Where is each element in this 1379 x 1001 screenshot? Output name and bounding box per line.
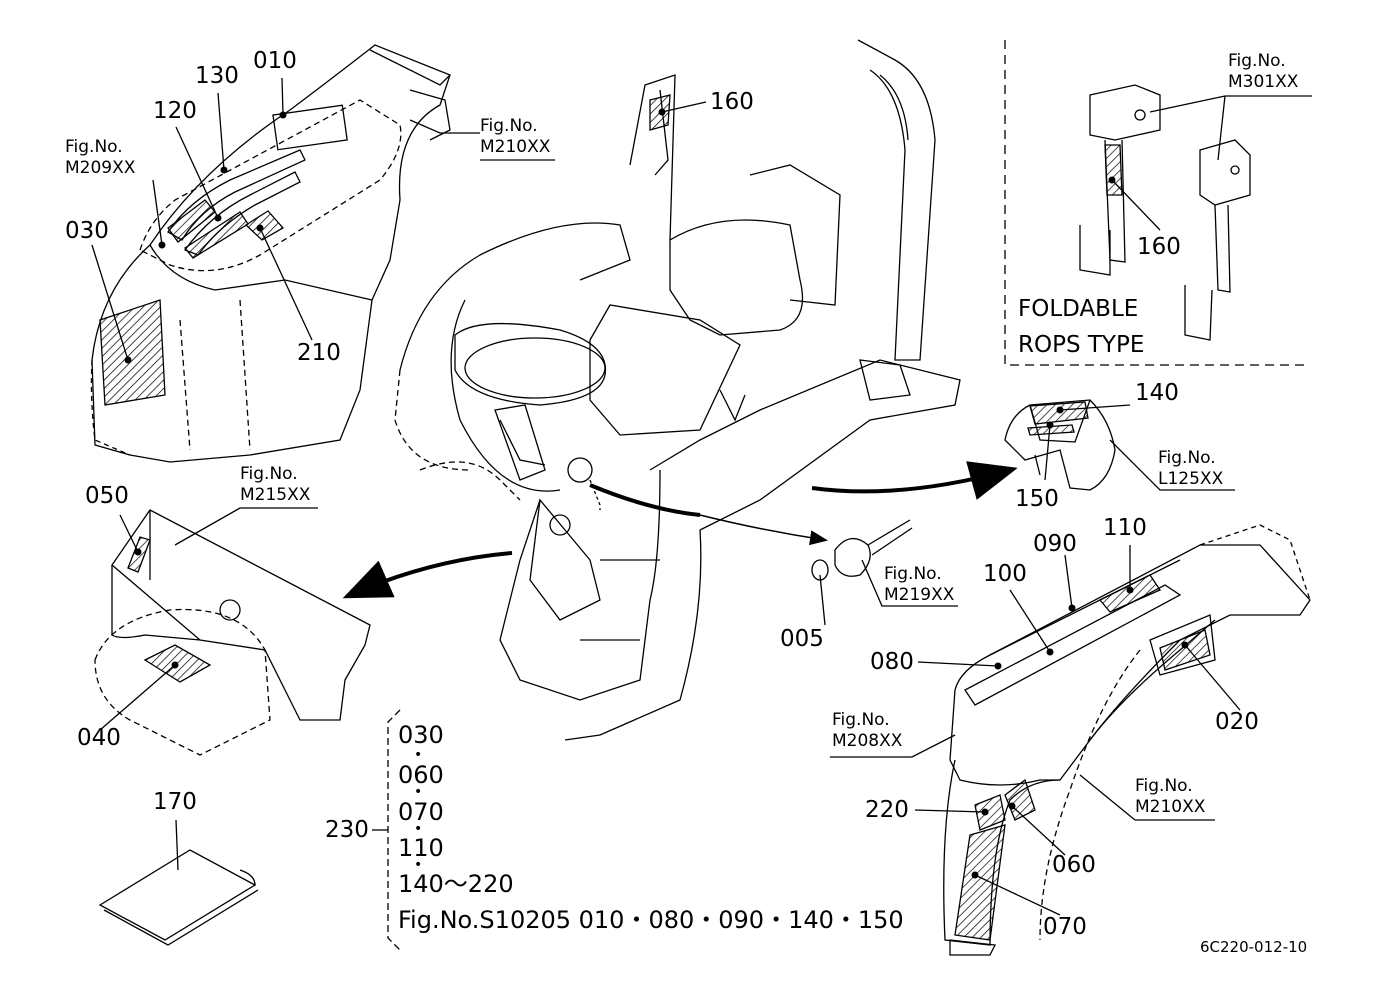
manual-drawing [98, 849, 259, 946]
leader-lines [91, 77, 1312, 916]
fig-ref-code: M210XX [480, 137, 551, 157]
arrow-to-panel [342, 551, 513, 599]
decal-030-shape [99, 299, 166, 406]
part-label-110: 110 [1103, 515, 1147, 541]
fig-ref-title: Fig.No. [884, 564, 942, 584]
fig-ref-m208: Fig.No. M208XX [832, 710, 902, 752]
leader-dots [124, 108, 1189, 879]
part-label-140: 140 [1135, 380, 1179, 406]
part-label-100: 100 [983, 561, 1027, 587]
drawing-code: 6C220-012-10 [1200, 938, 1308, 956]
foldable-box-border [1004, 40, 1310, 366]
part-label-040: 040 [77, 725, 121, 751]
part-label-120: 120 [153, 98, 197, 124]
fig-ref-title: Fig.No. [1135, 776, 1193, 796]
part-label-160: 160 [710, 89, 754, 115]
list-item-fig-s10205: Fig.No.S10205 010・080・090・140・150 [398, 906, 904, 934]
part-label-210: 210 [297, 340, 341, 366]
fig-ref-code: M210XX [1135, 797, 1206, 817]
fig-ref-title: Fig.No. [480, 116, 538, 136]
part-label-230: 230 [325, 817, 369, 843]
foldable-rops-drawing [1079, 84, 1251, 341]
list-dot: • [414, 857, 423, 873]
fig-ref-code: M215XX [240, 485, 311, 505]
panel-drawing [94, 509, 371, 756]
part-label-170: 170 [153, 789, 197, 815]
list-item-140-220: 140～220 [398, 870, 514, 898]
part-label-030: 030 [65, 218, 109, 244]
fig-ref-m209: Fig.No. M209XX [65, 137, 135, 179]
fig-ref-title: Fig.No. [1158, 448, 1216, 468]
fig-ref-code: M209XX [65, 158, 136, 178]
part-label-050: 050 [85, 483, 129, 509]
fig-ref-m301: Fig.No. M301XX [1228, 51, 1298, 93]
arrow-to-knob [699, 514, 828, 546]
list-item-110: 110 [398, 834, 444, 862]
decal-210-shape [244, 210, 285, 241]
part-label-060: 060 [1052, 852, 1096, 878]
part-label-010: 010 [253, 48, 297, 74]
fig-ref-code: L125XX [1158, 469, 1224, 489]
fig-ref-title: Fig.No. [240, 464, 298, 484]
fig-ref-m215: Fig.No. M215XX [240, 464, 310, 506]
decal-070-shape [954, 824, 1006, 941]
left-fender-drawing [90, 44, 451, 463]
part-label-070: 070 [1043, 914, 1087, 940]
fig-ref-title: Fig.No. [832, 710, 890, 730]
list-dot: • [414, 821, 423, 837]
fig-ref-m210-top: Fig.No. M210XX [480, 116, 550, 158]
part-label-160-foldable: 160 [1137, 234, 1181, 260]
decal-160b-shape [1104, 144, 1123, 196]
fig-ref-code: M301XX [1228, 72, 1299, 92]
decal-220-shape [974, 794, 1006, 831]
part-label-005: 005 [780, 626, 824, 652]
foldable-caption-line2: ROPS TYPE [1018, 332, 1145, 358]
list-dot: • [414, 784, 423, 800]
tractor-body-drawing [394, 39, 961, 741]
part-label-150: 150 [1015, 486, 1059, 512]
decal-150-shape [1027, 424, 1075, 436]
part-label-220: 220 [865, 797, 909, 823]
arrow-to-knob-thick [589, 483, 701, 517]
fig-ref-m219: Fig.No. M219XX [884, 564, 954, 606]
fig-ref-m210-right: Fig.No. M210XX [1135, 776, 1205, 818]
fig-ref-title: Fig.No. [1228, 51, 1286, 71]
list-item-060: 060 [398, 761, 444, 789]
decal-060-shape [1004, 778, 1036, 821]
foldable-caption-line1: FOLDABLE [1018, 296, 1139, 322]
list-dot: • [414, 747, 423, 763]
fig-ref-code: M208XX [832, 731, 903, 751]
fig-ref-l125: Fig.No. L125XX [1158, 448, 1223, 490]
arrow-to-step [811, 461, 1018, 500]
part-label-080: 080 [870, 649, 914, 675]
decal-020-shape [1159, 629, 1211, 671]
list-item-070: 070 [398, 798, 444, 826]
part-label-090: 090 [1033, 531, 1077, 557]
list-item-030: 030 [398, 721, 444, 749]
part-label-020: 020 [1215, 709, 1259, 735]
fig-ref-code: M219XX [884, 585, 955, 605]
fig-ref-title: Fig.No. [65, 137, 123, 157]
part-label-130: 130 [195, 63, 239, 89]
